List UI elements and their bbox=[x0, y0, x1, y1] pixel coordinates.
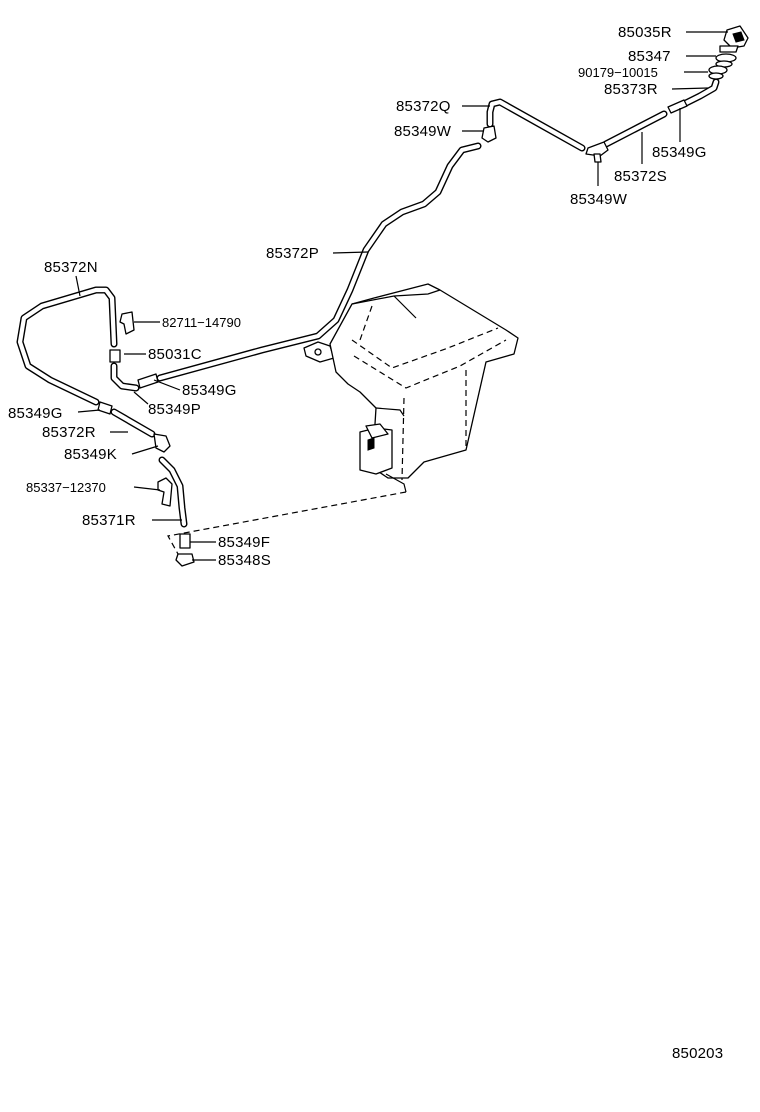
label-85349G-middle: 85349G bbox=[182, 382, 237, 399]
washer-nozzle bbox=[719, 25, 749, 53]
hose-85372R bbox=[110, 408, 156, 438]
connector-85349K bbox=[153, 433, 171, 453]
label-85349G-top: 85349G bbox=[652, 144, 707, 161]
label-85372P: 85372P bbox=[266, 245, 319, 262]
hose-85372P bbox=[156, 142, 482, 382]
label-85348S: 85348S bbox=[218, 552, 271, 569]
hose-elbow-85349P bbox=[110, 362, 140, 392]
tee-joint-85349W bbox=[585, 141, 609, 163]
label-85347: 85347 bbox=[628, 48, 671, 65]
connector-85348S bbox=[175, 553, 195, 567]
connector-85349G-top bbox=[667, 99, 688, 114]
label-85372S: 85372S bbox=[614, 168, 667, 185]
clamp-85337-12370 bbox=[157, 477, 173, 507]
connector-85349W-top bbox=[481, 125, 497, 143]
nozzle-clip bbox=[708, 65, 728, 80]
connector-85349F bbox=[179, 533, 191, 549]
label-82711-14790: 82711−14790 bbox=[162, 315, 241, 330]
leader-lines bbox=[75, 31, 728, 561]
connector-85349G-left bbox=[97, 401, 113, 415]
hose-85372Q bbox=[486, 98, 586, 152]
reference-line bbox=[167, 491, 407, 555]
label-85372Q: 85372Q bbox=[396, 98, 451, 115]
label-85371R: 85371R bbox=[82, 512, 136, 529]
label-90179-10015: 90179−10015 bbox=[578, 65, 658, 80]
part-labels: 85035R 85347 90179−10015 85373R 85372Q 8… bbox=[8, 24, 723, 1062]
label-85372N: 85372N bbox=[44, 259, 98, 276]
clip-82711-14790 bbox=[119, 311, 135, 335]
hose-85372S bbox=[602, 110, 668, 148]
label-85337-12370: 85337−12370 bbox=[26, 480, 106, 495]
label-85372R: 85372R bbox=[42, 424, 96, 441]
washer-tank bbox=[303, 283, 519, 493]
label-85349P: 85349P bbox=[148, 401, 201, 418]
label-85349W-top: 85349W bbox=[394, 123, 452, 140]
hose-85373R bbox=[680, 78, 720, 108]
hose-85372N bbox=[16, 286, 118, 406]
label-85349G-left: 85349G bbox=[8, 405, 63, 422]
label-85349W-bottom: 85349W bbox=[570, 191, 628, 208]
label-85349F: 85349F bbox=[218, 534, 270, 551]
label-85349K: 85349K bbox=[64, 446, 117, 463]
figure-code: 850203 bbox=[672, 1045, 723, 1062]
nozzle-grommet bbox=[715, 53, 737, 68]
label-85373R: 85373R bbox=[604, 81, 658, 98]
check-valve-85031C bbox=[109, 349, 121, 363]
hose-85371R bbox=[158, 456, 188, 528]
label-85031C: 85031C bbox=[148, 346, 202, 363]
label-85035R: 85035R bbox=[618, 24, 672, 41]
